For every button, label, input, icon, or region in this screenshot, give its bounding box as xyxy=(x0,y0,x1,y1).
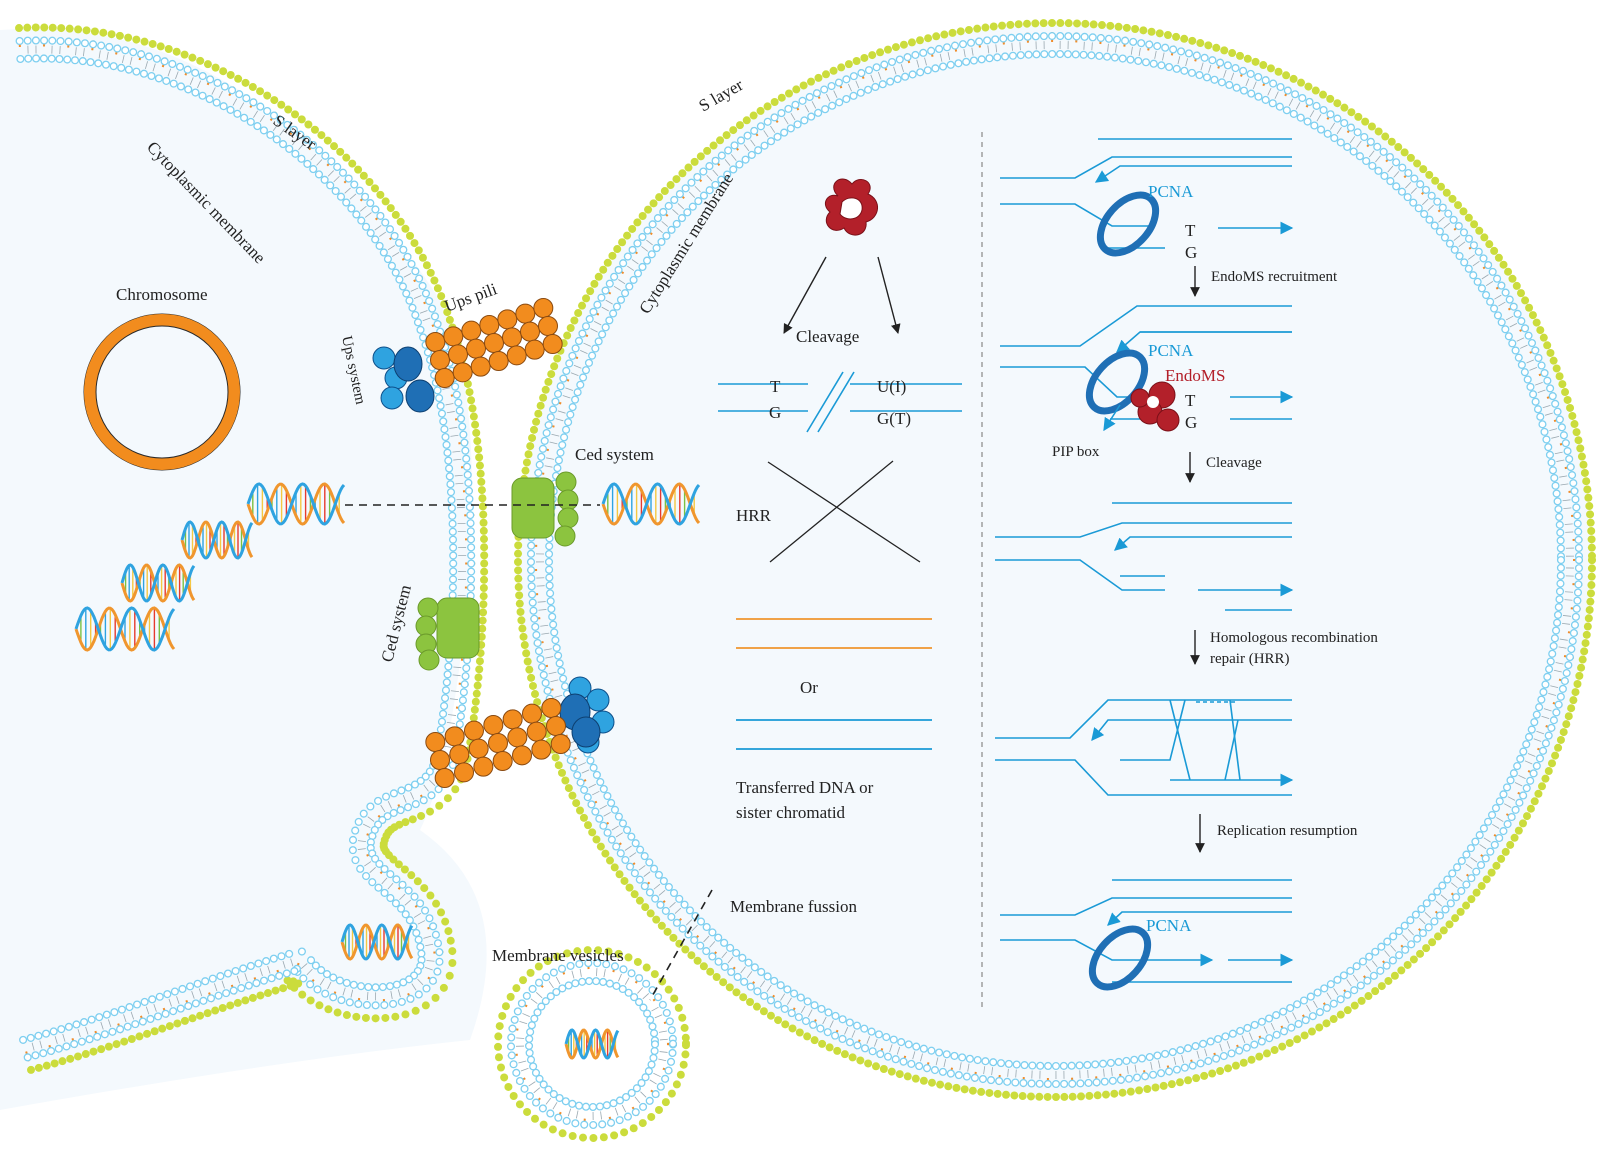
right-ced-system-label: Ced system xyxy=(575,445,654,464)
step1-t: T xyxy=(1185,221,1196,240)
dna-helix-icon xyxy=(601,482,701,526)
replication-fork-4 xyxy=(995,699,1294,796)
step1-label: EndoMS recruitment xyxy=(1211,269,1338,285)
step2-t: T xyxy=(1185,391,1196,410)
replication-fork-3 xyxy=(995,502,1294,611)
pili-icon xyxy=(425,298,563,388)
pcna-label-1: PCNA xyxy=(1148,182,1194,201)
mid-right-bottom-base: G(T) xyxy=(877,409,911,428)
pili-icon xyxy=(425,698,571,788)
endoms-protein-icon xyxy=(1130,381,1180,432)
replication-fork-1 xyxy=(1000,138,1294,249)
step2-label: Cleavage xyxy=(1206,455,1262,471)
step1-g: G xyxy=(1185,243,1197,262)
dna-helix-icon xyxy=(180,520,254,560)
ups-complex-icon xyxy=(559,676,615,754)
membranes xyxy=(15,19,1596,1142)
hrr-cross xyxy=(767,460,921,563)
endoms-protein-icon xyxy=(825,178,878,236)
membrane-vesicles-label: Membrane vesicles xyxy=(492,946,624,965)
ced-complex-icon xyxy=(511,471,579,547)
transferred-dna-orange xyxy=(736,618,932,649)
right-s-layer-label: S layer xyxy=(696,75,747,115)
dna-helix-icon xyxy=(74,606,176,652)
mid-transferred-line2: sister chromatid xyxy=(736,803,846,822)
mid-cleavage-label: Cleavage xyxy=(796,327,859,346)
pip-box-pointer xyxy=(1103,404,1121,432)
mid-left-top-base: T xyxy=(770,377,781,396)
ups-complex-icon xyxy=(372,346,435,413)
mid-transferred-line1: Transferred DNA or xyxy=(736,778,874,797)
left-cell-fill xyxy=(0,28,487,1110)
replication-fork-5 xyxy=(1000,879,1294,983)
mid-left-bottom-base: G xyxy=(769,403,781,422)
chromosome xyxy=(83,313,241,471)
mismatch-duplex xyxy=(718,371,962,433)
step3-label-line1: Homologous recombination xyxy=(1210,630,1378,646)
dna-helix-icon xyxy=(340,923,414,961)
mid-or-label: Or xyxy=(800,678,818,697)
cleavage-arrow-left xyxy=(783,256,827,334)
replication-fork-2 xyxy=(1000,305,1294,420)
pcna-label-2: PCNA xyxy=(1148,341,1194,360)
transferred-dna-blue xyxy=(736,719,932,750)
mid-right-top-base: U(I) xyxy=(877,377,906,396)
cleavage-arrow-right xyxy=(877,256,901,334)
step3-label-line2: repair (HRR) xyxy=(1210,651,1290,667)
pcna-label-3: PCNA xyxy=(1146,916,1192,935)
endoms-label: EndoMS xyxy=(1165,366,1225,385)
membrane-fusion-line xyxy=(649,889,713,1001)
membrane-vesicle xyxy=(494,946,690,1142)
mid-hrr-label: HRR xyxy=(736,506,772,525)
pip-box-label: PIP box xyxy=(1052,444,1100,460)
chromosome-label: Chromosome xyxy=(116,285,208,304)
pcna-ring-icon xyxy=(1096,191,1160,257)
dna-helix-icon xyxy=(246,482,346,526)
dna-helix-icon xyxy=(564,1028,620,1060)
ced-complex-icon xyxy=(415,597,480,671)
step4-label: Replication resumption xyxy=(1217,823,1358,839)
membrane-fusion-label: Membrane fussion xyxy=(730,897,858,916)
step2-g: G xyxy=(1185,413,1197,432)
ups-pili-label: Ups pili xyxy=(442,279,500,316)
dna-helix-group xyxy=(74,482,701,1060)
pcna-ring-icon xyxy=(1088,925,1152,991)
dna-helix-icon xyxy=(120,563,196,603)
